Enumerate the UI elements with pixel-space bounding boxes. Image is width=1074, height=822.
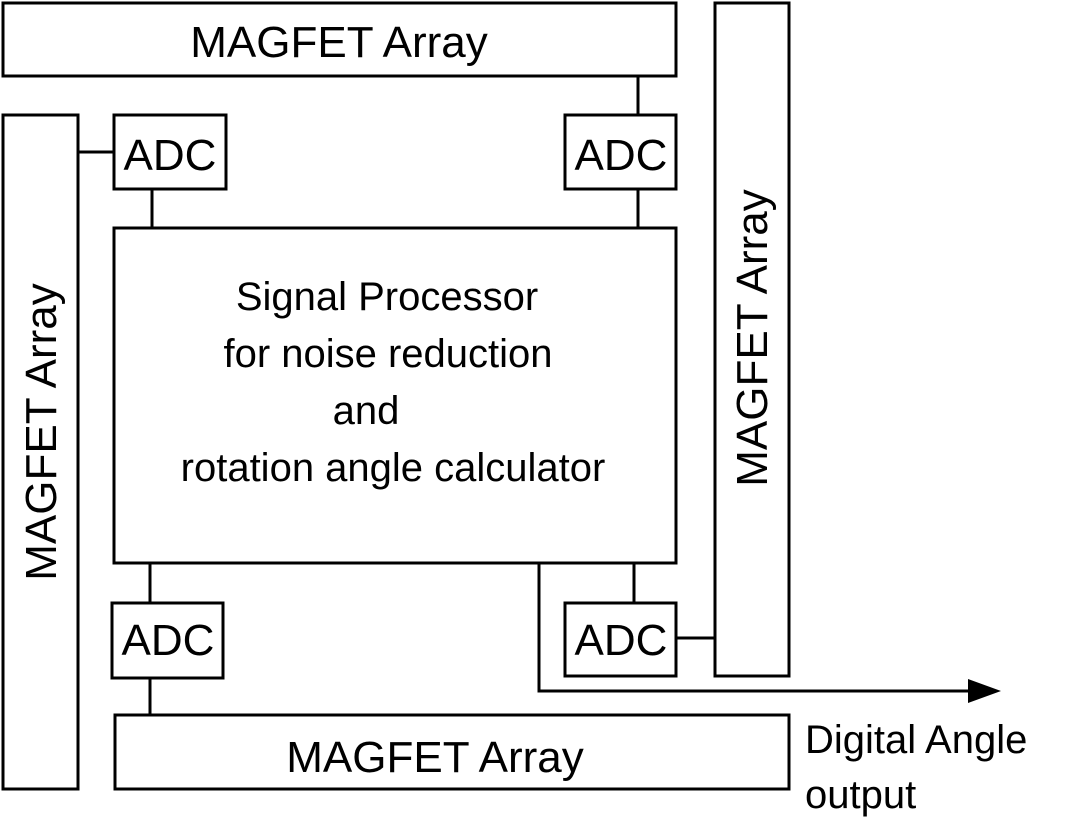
magfet-array-left-label: MAGFET Array (17, 283, 66, 580)
adc-top-left-label: ADC (124, 131, 217, 180)
digital-angle-output-label: Digital Angle output (805, 718, 1027, 817)
adc-bottom-left-label: ADC (122, 616, 215, 665)
adc-top-right: ADC (563, 113, 678, 191)
adc-top-right-label: ADC (575, 131, 668, 180)
output-label-line-1: Digital Angle (805, 718, 1027, 762)
adc-bottom-right: ADC (563, 601, 678, 678)
magfet-array-top: MAGFET Array (1, 1, 678, 78)
processor-line-3: and (333, 389, 400, 433)
connections (78, 76, 1001, 715)
signal-processor-block: Signal Processor for noise reduction and… (112, 226, 678, 565)
adc-bottom-right-label: ADC (575, 616, 668, 665)
magfet-array-bottom-label: MAGFET Array (286, 733, 583, 782)
magfet-array-left: MAGFET Array (1, 113, 80, 791)
adc-top-left: ADC (112, 113, 228, 191)
magfet-array-right: MAGFET Array (713, 1, 791, 678)
wire-output-line (537, 563, 975, 693)
processor-line-4: rotation angle calculator (181, 446, 606, 490)
magfet-array-right-label: MAGFET Array (728, 189, 777, 486)
output-label-line-2: output (805, 773, 916, 817)
processor-line-1: Signal Processor (236, 275, 538, 319)
output-arrowhead (968, 679, 1001, 703)
magfet-array-bottom: MAGFET Array (113, 713, 791, 791)
magfet-array-top-label: MAGFET Array (190, 18, 487, 67)
adc-bottom-left: ADC (110, 601, 225, 680)
processor-line-2: for noise reduction (223, 332, 552, 376)
